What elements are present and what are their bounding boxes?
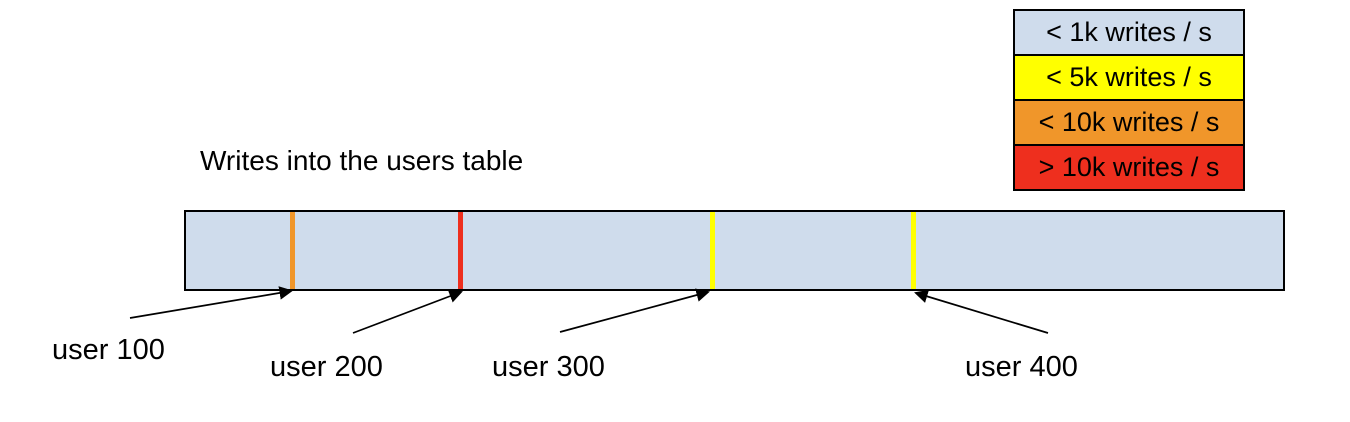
marker-user-200 xyxy=(458,212,463,289)
label-user-400: user 400 xyxy=(965,351,1078,383)
users-table-bar xyxy=(184,210,1285,291)
legend-item-gt10k: > 10k writes / s xyxy=(1013,144,1245,191)
arrow-user-300 xyxy=(559,288,710,333)
marker-user-100 xyxy=(290,212,295,289)
label-user-200: user 200 xyxy=(270,351,383,383)
arrow-user-100 xyxy=(129,286,294,319)
diagram-title: Writes into the users table xyxy=(200,145,524,176)
marker-user-400 xyxy=(911,212,916,289)
label-user-100: user 100 xyxy=(52,334,165,366)
arrow-user-200 xyxy=(352,289,463,334)
label-user-300: user 300 xyxy=(492,351,605,383)
marker-user-300 xyxy=(710,212,715,289)
legend-item-lt1k: < 1k writes / s xyxy=(1013,9,1245,56)
legend: < 1k writes / s < 5k writes / s < 10k wr… xyxy=(1013,9,1245,191)
legend-item-lt5k: < 5k writes / s xyxy=(1013,54,1245,101)
arrow-user-400 xyxy=(914,289,1049,334)
legend-item-lt10k: < 10k writes / s xyxy=(1013,99,1245,146)
